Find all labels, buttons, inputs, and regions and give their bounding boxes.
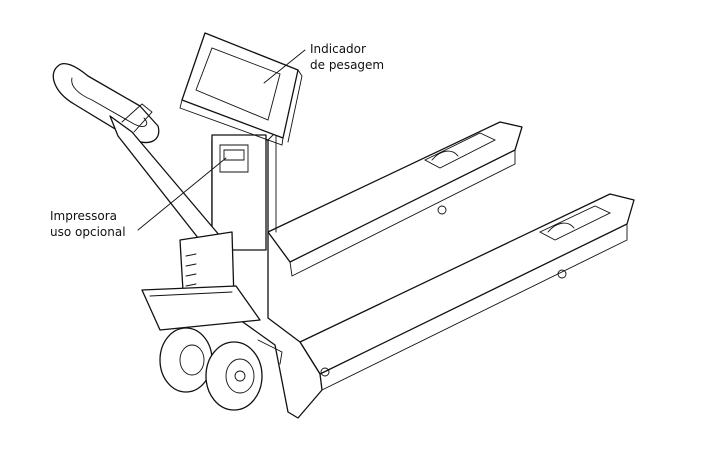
- fork-rear: [267, 121, 523, 277]
- label-printer: Impressora uso opcional: [50, 208, 126, 240]
- leader-scale-indicator: [263, 49, 306, 84]
- leader-lines: [137, 49, 306, 231]
- leader-printer: [137, 157, 227, 231]
- wheels: [159, 327, 283, 411]
- label-printer-line1: Impressora: [50, 209, 118, 223]
- label-scale-indicator: Indicador de pesagem: [310, 41, 384, 73]
- column: [211, 134, 267, 251]
- hydraulic-pump: [141, 231, 261, 331]
- label-scale-indicator-line2: de pesagem: [310, 58, 385, 72]
- label-printer-line2: uso opcional: [50, 225, 126, 239]
- scale-indicator-device: [179, 32, 303, 146]
- label-scale-indicator-line1: Indicador: [310, 42, 366, 56]
